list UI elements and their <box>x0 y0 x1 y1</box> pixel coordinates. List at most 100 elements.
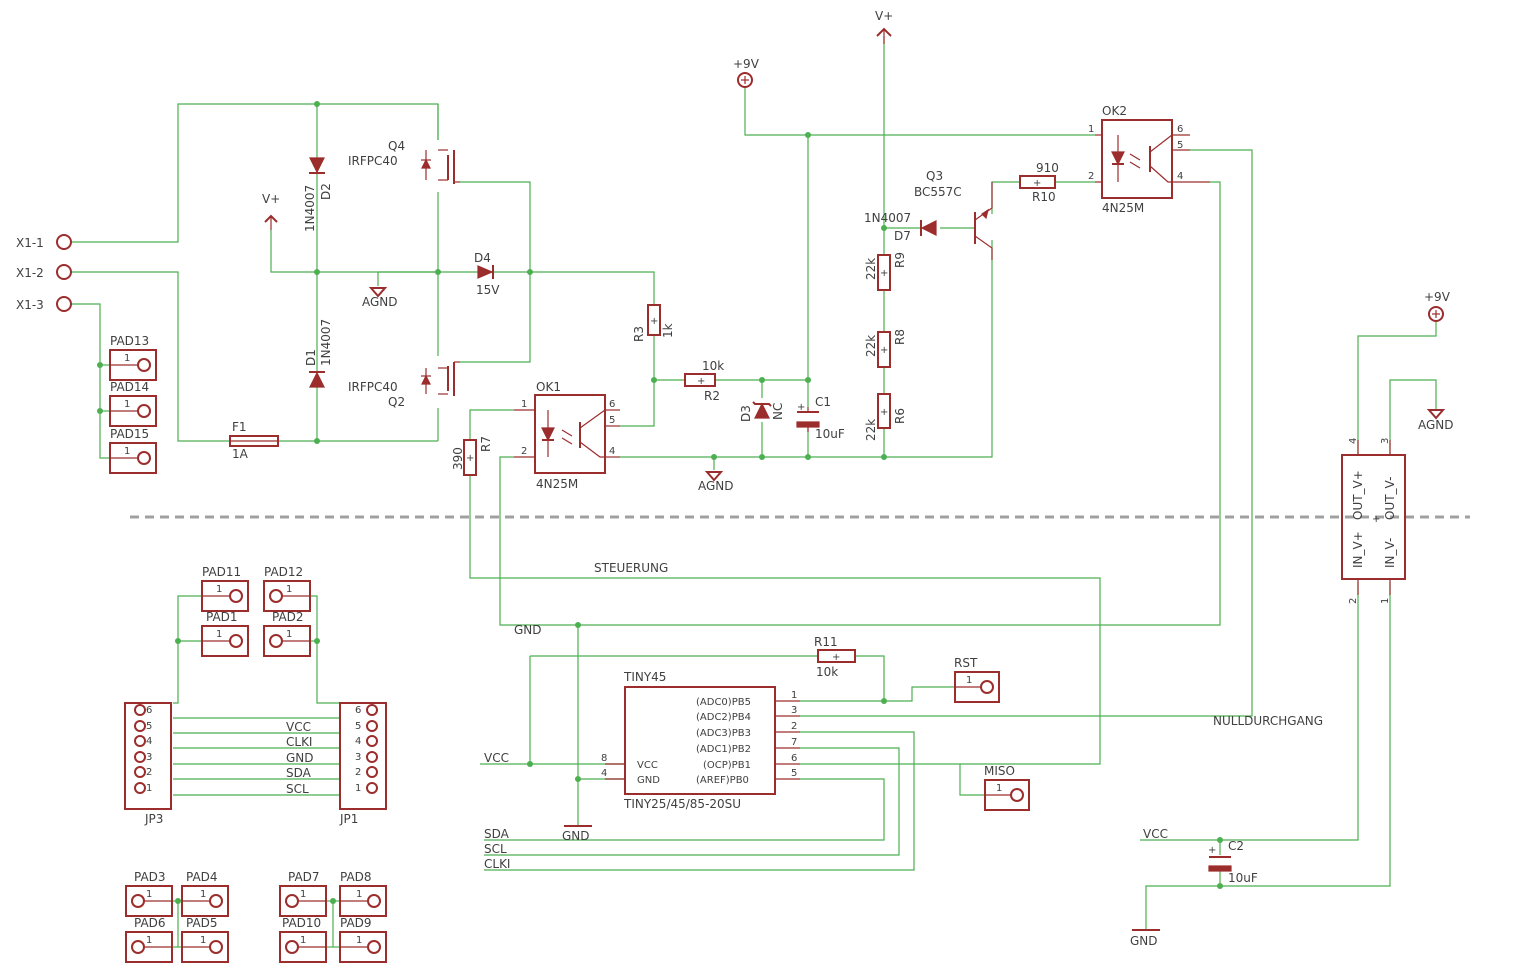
r2-name: R2 <box>704 389 720 403</box>
r2-value: 10k <box>702 359 724 373</box>
pad-8: 1 PAD8 <box>339 870 387 917</box>
svg-text:1: 1 <box>521 399 527 410</box>
mosfet-q2: IRFPC40 Q2 <box>348 361 460 409</box>
ok1-value: 4N25M <box>536 477 578 491</box>
net-sda: SDA <box>484 827 510 841</box>
resistor-r10: + 910 R10 <box>1019 161 1059 204</box>
ok2-value: 4N25M <box>1102 201 1144 215</box>
svg-text:6: 6 <box>609 399 615 410</box>
svg-text:(ADC2)PB4: (ADC2)PB4 <box>696 712 751 723</box>
svg-text:PAD3: PAD3 <box>134 870 166 884</box>
r8-value: 22k <box>864 335 878 357</box>
pad-1: 1 PAD1 <box>201 610 249 657</box>
dcdc-in-minus: IN_V- <box>1383 538 1397 568</box>
pad-miso: 1 MISO <box>984 764 1030 811</box>
capacitor-c1: + C1 10uF <box>796 395 845 441</box>
svg-text:CLKI: CLKI <box>286 735 312 749</box>
svg-text:1: 1 <box>286 629 292 640</box>
svg-text:7: 7 <box>791 737 797 748</box>
svg-text:3: 3 <box>1380 438 1391 444</box>
svg-text:GND: GND <box>286 751 314 765</box>
dcdc-module: + IN_V+ OUT_V+ IN_V- OUT_V- 4 3 2 1 <box>1341 438 1406 604</box>
pad-12: 1 PAD12 <box>263 565 311 612</box>
svg-text:1: 1 <box>200 889 206 900</box>
jp1-label: JP1 <box>339 812 358 826</box>
pad-6: 1 PAD6 <box>125 916 173 963</box>
svg-text:2: 2 <box>791 721 797 732</box>
r8-name: R8 <box>893 329 907 345</box>
svg-text:1: 1 <box>356 935 362 946</box>
fuse-f1: F1 1A <box>229 420 279 461</box>
svg-text:1: 1 <box>286 584 292 595</box>
capacitor-c2: + C2 10uF <box>1208 839 1258 885</box>
r9-name: R9 <box>893 252 907 268</box>
svg-text:PAD13: PAD13 <box>110 334 149 348</box>
svg-text:8: 8 <box>601 753 607 764</box>
svg-text:PAD1: PAD1 <box>206 610 238 624</box>
svg-text:5: 5 <box>355 721 361 732</box>
svg-text:PAD2: PAD2 <box>272 610 304 624</box>
pad-7: 1 PAD7 <box>279 870 327 917</box>
pad-11: 1 PAD11 <box>201 565 249 612</box>
q2-value: IRFPC40 <box>348 380 398 394</box>
r3-value: 1k <box>661 323 675 338</box>
mcu-value: TINY25/45/85-20SU <box>623 797 741 811</box>
d2-name: D2 <box>319 183 333 200</box>
c1-value: 10uF <box>815 427 845 441</box>
pad-13: 1 PAD13 <box>109 334 157 381</box>
r11-value: 10k <box>816 665 838 679</box>
gnd-label-right: GND <box>1130 934 1158 948</box>
svg-text:VCC: VCC <box>637 760 658 771</box>
svg-text:PAD14: PAD14 <box>110 380 149 394</box>
svg-text:1: 1 <box>996 783 1002 794</box>
resistor-r7: + 390 R7 <box>451 436 493 476</box>
q3-name: Q3 <box>926 169 943 183</box>
pad-rst: 1 RST <box>954 656 1000 703</box>
q2-name: Q2 <box>388 395 405 409</box>
q4-name: Q4 <box>388 139 405 153</box>
pad-4: 1 PAD4 <box>181 870 229 917</box>
svg-text:PAD5: PAD5 <box>186 916 218 930</box>
svg-text:2: 2 <box>355 767 361 778</box>
resistor-r3: + R3 1k <box>632 304 675 342</box>
pad-10: 1 PAD10 <box>279 916 327 963</box>
d4-name: D4 <box>474 251 491 265</box>
vcc-label-right: VCC <box>1143 827 1168 841</box>
header-signal-labels: VCC CLKI GND SDA SCL <box>286 720 314 796</box>
junctions <box>97 101 1223 904</box>
r6-value: 22k <box>864 419 878 441</box>
c2-value: 10uF <box>1228 871 1258 885</box>
svg-text:PAD7: PAD7 <box>288 870 320 884</box>
r7-value: 390 <box>451 447 465 470</box>
d1-value: 1N4007 <box>319 319 333 366</box>
svg-text:5: 5 <box>609 415 615 426</box>
svg-text:VCC: VCC <box>286 720 311 734</box>
net-steuerung: STEUERUNG <box>594 561 668 575</box>
svg-text:5: 5 <box>1177 140 1183 151</box>
svg-text:1: 1 <box>355 783 361 794</box>
svg-text:1: 1 <box>216 629 222 640</box>
miso-label: MISO <box>984 764 1015 778</box>
transistor-q3: Q3 BC557C <box>914 169 993 260</box>
diode-d3: D3 NC <box>739 401 785 422</box>
rst-label: RST <box>954 656 978 670</box>
svg-text:2: 2 <box>521 446 527 457</box>
net-nulldurchgang: NULLDURCHGANG <box>1213 714 1323 728</box>
agnd-symbol-right: AGND <box>1418 409 1454 432</box>
svg-text:VCC: VCC <box>1143 827 1168 841</box>
svg-text:+: + <box>1372 514 1380 525</box>
r9-value: 22k <box>864 258 878 280</box>
svg-text:+: + <box>880 268 888 279</box>
x1-pin2-label: X1-2 <box>16 266 44 280</box>
svg-text:1: 1 <box>791 690 797 701</box>
x1-pin1-label: X1-1 <box>16 236 44 250</box>
net-scl: SCL <box>484 842 507 856</box>
r6-name: R6 <box>893 408 907 424</box>
r3-name: R3 <box>632 326 646 342</box>
r10-name: R10 <box>1032 190 1056 204</box>
d3-name: D3 <box>739 405 753 422</box>
svg-text:4: 4 <box>1348 438 1359 444</box>
f1-name: F1 <box>232 420 247 434</box>
svg-text:1: 1 <box>124 446 130 457</box>
svg-text:GND: GND <box>637 775 660 786</box>
